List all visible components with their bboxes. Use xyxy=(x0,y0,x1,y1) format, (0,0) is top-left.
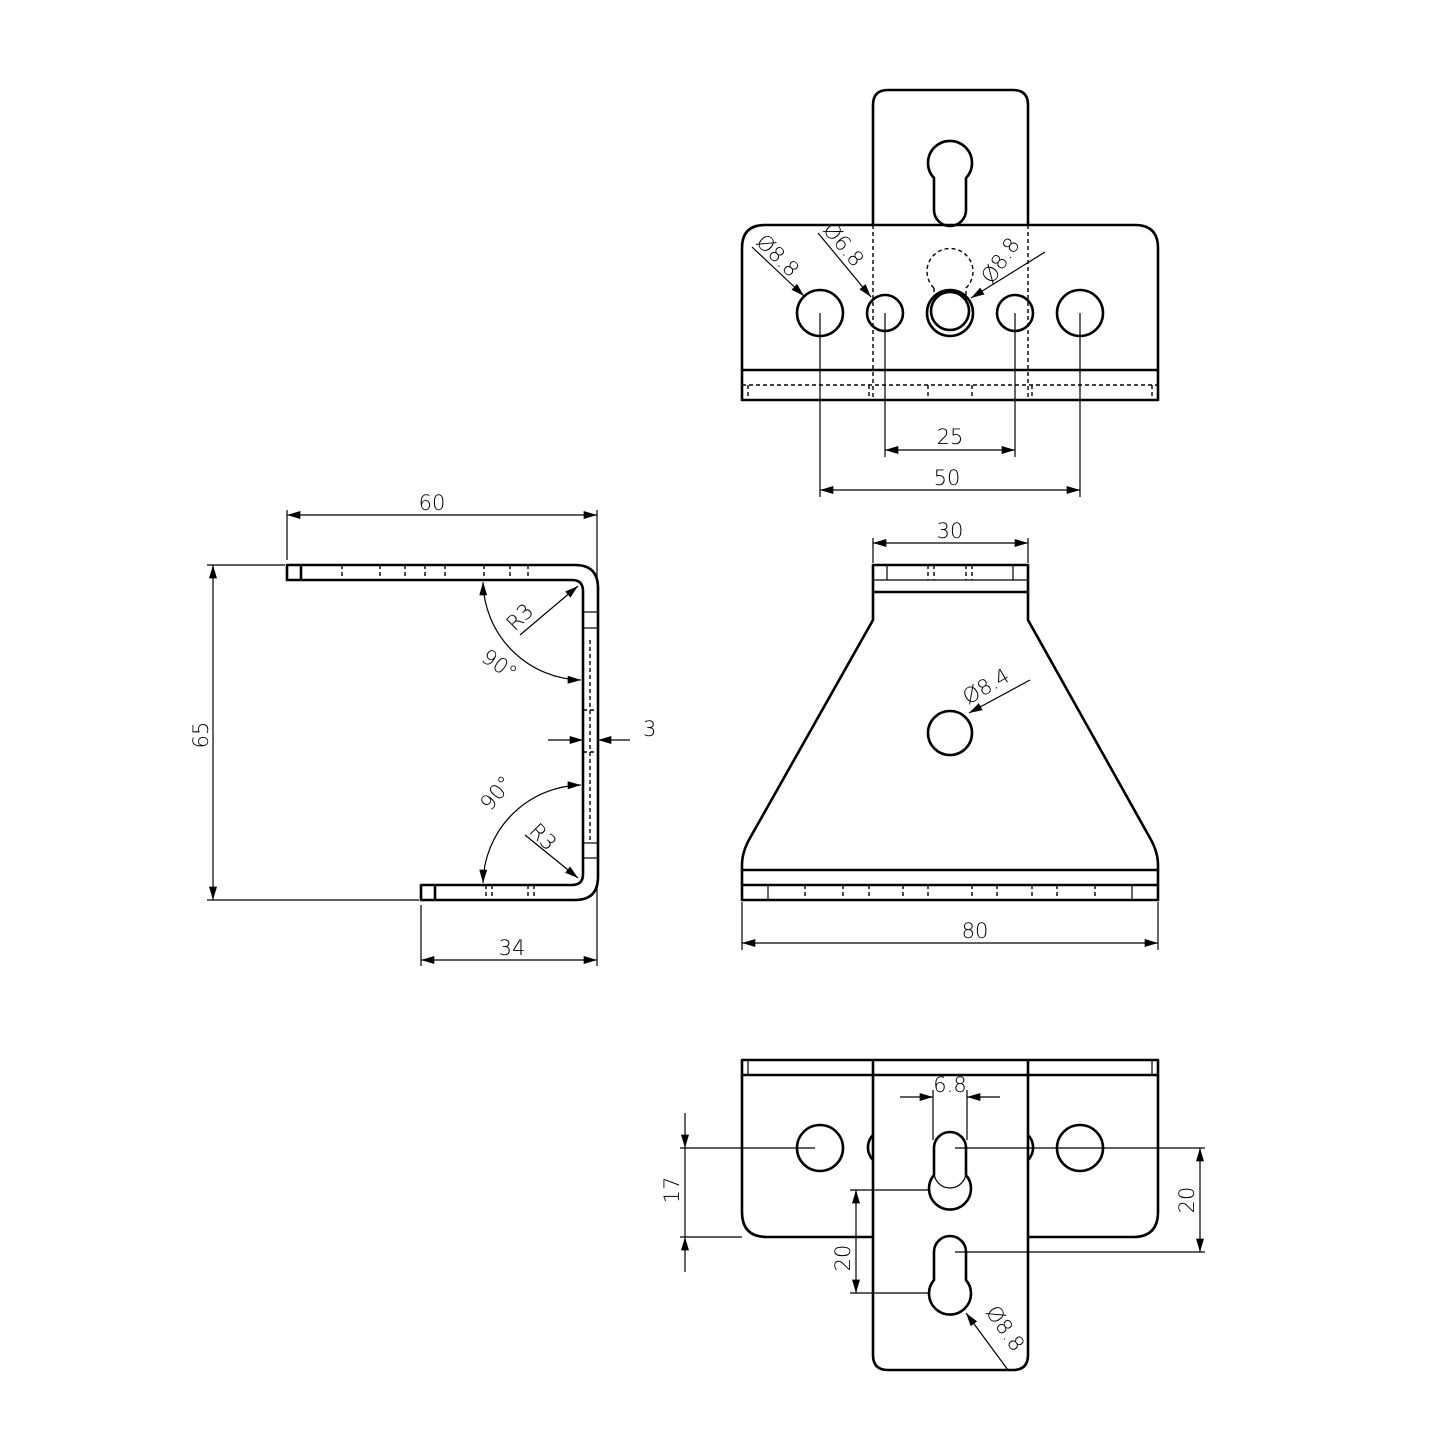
label-r3-top: R3 xyxy=(502,599,539,636)
top-tab-outline xyxy=(871,88,1030,225)
dim-17: 17 xyxy=(660,1177,684,1204)
top-view: 25 50 Ø8.8 Ø6.8 Ø8.8 xyxy=(740,88,1160,497)
front-view: 30 80 Ø8.4 xyxy=(740,519,1160,950)
label-90-top: 90° xyxy=(477,644,521,685)
side-view: 60 65 34 3 R3 90° 90° R3 xyxy=(189,491,656,966)
dim-20-center: 20 xyxy=(831,1245,855,1272)
top-body-outline xyxy=(740,223,1160,402)
front-outline xyxy=(740,563,1160,902)
top-tab-keyhole xyxy=(926,139,974,228)
label-dia-center: Ø8.8 xyxy=(976,233,1024,288)
dim-20-right: 20 xyxy=(1175,1187,1199,1214)
right-wing xyxy=(1028,1075,1160,1239)
label-dia-8-4: Ø8.4 xyxy=(959,664,1014,710)
hole-center xyxy=(925,288,975,338)
dim-25: 25 xyxy=(937,425,964,449)
dim-3: 3 xyxy=(643,717,656,741)
dim-50: 50 xyxy=(934,466,961,490)
bottom-band xyxy=(740,1058,1160,1077)
dim-60: 60 xyxy=(419,491,446,515)
dim-65: 65 xyxy=(189,722,213,749)
label-dia-left: Ø8.8 xyxy=(751,230,803,282)
dim-80: 80 xyxy=(962,919,989,943)
bottom-view: 6.8 17 20 20 Ø8.8 xyxy=(660,1058,1205,1372)
dim-6-8: 6.8 xyxy=(933,1073,966,1097)
front-hole xyxy=(926,709,974,757)
keyhole-lower xyxy=(927,1234,973,1316)
dim-30: 30 xyxy=(937,519,964,543)
label-90-bottom: 90° xyxy=(475,771,517,815)
dim-34: 34 xyxy=(499,936,526,960)
keyhole-upper xyxy=(927,1130,973,1211)
label-r3-bottom: R3 xyxy=(524,819,561,856)
label-keyhole-dia: Ø8.8 xyxy=(981,1301,1029,1356)
left-wing xyxy=(740,1075,873,1239)
u-profile xyxy=(285,563,600,902)
hidden-keyhole xyxy=(926,247,974,300)
center-tab xyxy=(871,1060,1030,1372)
